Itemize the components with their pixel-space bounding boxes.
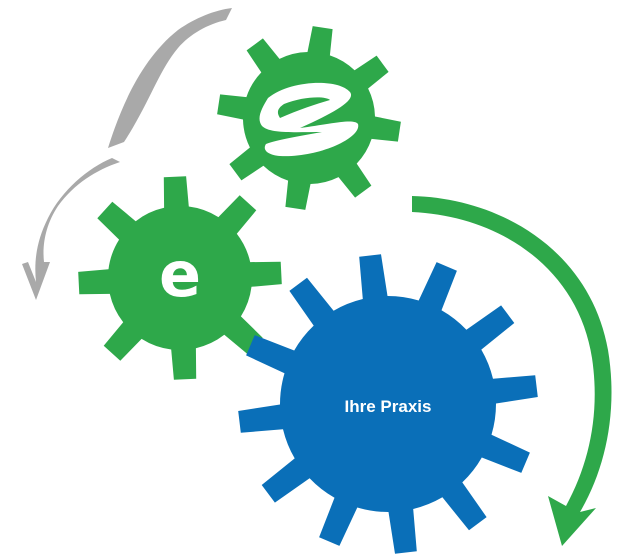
gray-arrow-upper	[108, 8, 232, 148]
practice-gear: Ihre Praxis	[238, 254, 538, 554]
e-gear-shape	[78, 176, 282, 380]
z-swoosh-logo-icon	[259, 82, 359, 157]
top-logo-gear	[217, 26, 401, 210]
e-gear: e	[78, 176, 282, 380]
gray-arrow-lower	[22, 158, 120, 300]
practice-gear-shape	[238, 254, 538, 554]
practice-gear-label: Ihre Praxis	[345, 397, 432, 416]
e-gear-letter: e	[159, 238, 201, 311]
green-arrow-right	[412, 196, 612, 546]
